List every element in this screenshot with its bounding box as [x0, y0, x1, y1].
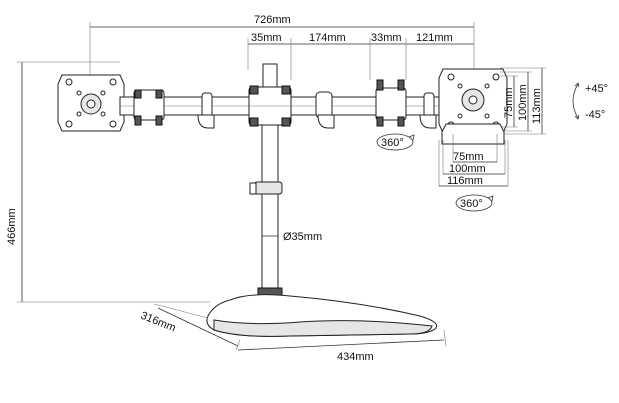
base-dimension-lines	[153, 303, 447, 351]
dim-vesa-h-75: 75mm	[453, 151, 484, 163]
tilt-up-label: +45°	[585, 83, 608, 95]
dim-arm-clamp: 33mm	[371, 32, 402, 44]
dim-vesa-h-116: 116mm	[447, 175, 483, 187]
center-pole	[248, 63, 292, 297]
dim-vesa-75: 75mm	[503, 87, 515, 118]
rotate-plate-icon	[455, 194, 494, 212]
dim-vesa-113: 113mm	[531, 88, 543, 124]
dim-vesa-100: 100mm	[517, 84, 529, 121]
dim-base-depth: 316mm	[139, 310, 178, 335]
tilt-icon	[572, 82, 580, 120]
dim-total-height: 466mm	[6, 208, 18, 245]
plate-side-view	[441, 123, 505, 145]
top-dimension-lines	[89, 22, 475, 80]
swivel-arm-label: 360°	[381, 137, 404, 149]
swivel-arm-icon	[376, 133, 415, 151]
stand-base	[206, 294, 438, 337]
rotate-plate-label: 360°	[460, 198, 483, 210]
left-vesa-plate	[57, 74, 125, 132]
dim-vesa-h-100: 100mm	[449, 163, 486, 175]
height-dimension-line	[17, 61, 210, 303]
dim-base-width: 434mm	[337, 351, 374, 363]
right-vesa-plate	[438, 68, 508, 134]
dim-total-width: 726mm	[254, 14, 291, 26]
vesa-horizontal-dims	[438, 134, 509, 187]
dim-pole-diameter: Ø35mm	[283, 231, 322, 243]
right-arm-clamps	[315, 79, 437, 129]
dim-arm-end: 121mm	[416, 32, 453, 44]
vesa-vertical-dims	[500, 67, 546, 135]
dim-pole-to-clamp: 35mm	[251, 32, 282, 44]
dim-arm-middle: 174mm	[309, 32, 346, 44]
left-arm-clamps	[133, 89, 215, 129]
tilt-down-label: -45°	[585, 109, 605, 121]
